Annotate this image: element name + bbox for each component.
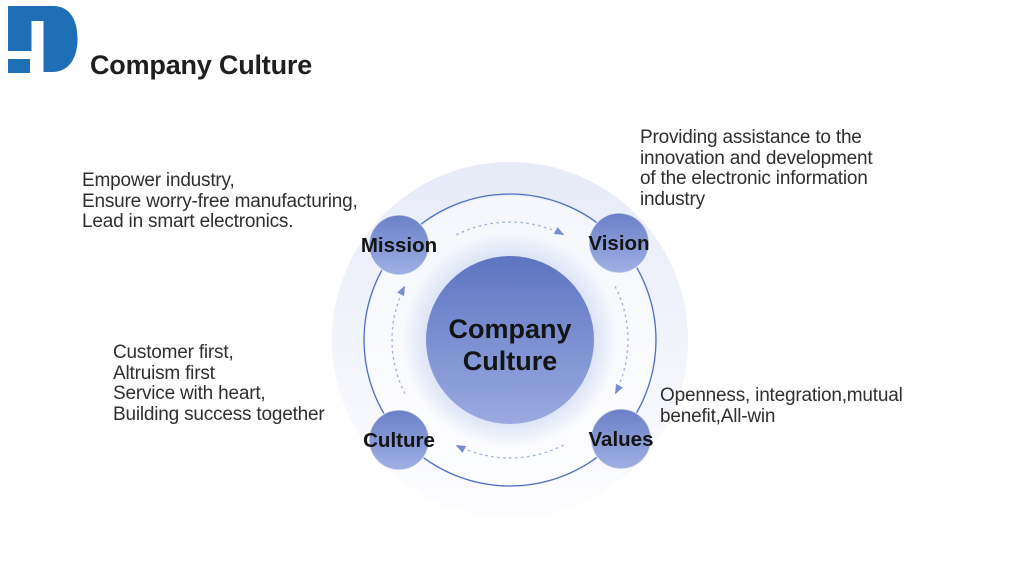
node-culture-circle [368,409,430,471]
arrow-values-to-culture [455,444,564,459]
node-values-label: Values [589,428,654,451]
desc-line: industry [640,188,705,210]
desc-line: benefit,All-win [660,405,776,427]
desc-line: Customer first, [113,342,234,363]
center-circle [426,256,594,424]
cycle-ring [363,193,657,487]
node-mission-label: Mission [361,234,437,257]
logo-shape [8,6,78,73]
node-mission-circle [368,214,430,276]
desc-line: Ensure worry-free manufacturing, [82,190,358,212]
mission-description: Empower industry, Ensure worry-free manu… [82,170,358,233]
arrow-mission-to-vision [456,221,565,236]
arrow-vision-to-values [614,286,629,395]
desc-line: Building success together [113,403,325,425]
node-values-circle [590,408,652,470]
node-vision-circle [588,212,650,274]
node-vision: Vision [588,212,650,274]
desc-line: Service with heart, [113,383,266,404]
desc-line: Providing assistance to the [640,127,862,148]
desc-line: Openness, integration,mutual [660,385,903,406]
desc-line: innovation and development [640,147,873,169]
values-description: Openness, integration,mutual benefit,All… [660,385,903,427]
desc-line: Empower industry, [82,170,235,191]
vision-description: Providing assistance to the innovation a… [640,127,873,210]
desc-line: Altruism first [113,362,215,384]
center-label-line1: Company [448,314,571,344]
page-title: Company Culture [90,50,313,80]
desc-line: of the electronic information [640,168,868,189]
node-mission: Mission [361,214,437,276]
node-values: Values [589,408,654,470]
center-label-line2: Culture [463,346,558,376]
arrow-culture-to-mission [391,285,406,394]
company-logo [8,6,78,73]
node-culture-label: Culture [363,429,435,452]
desc-line: Lead in smart electronics. [82,211,294,232]
culture-description: Customer first, Altruism first Service w… [113,342,325,425]
node-culture: Culture [363,409,435,471]
node-vision-label: Vision [588,232,649,255]
